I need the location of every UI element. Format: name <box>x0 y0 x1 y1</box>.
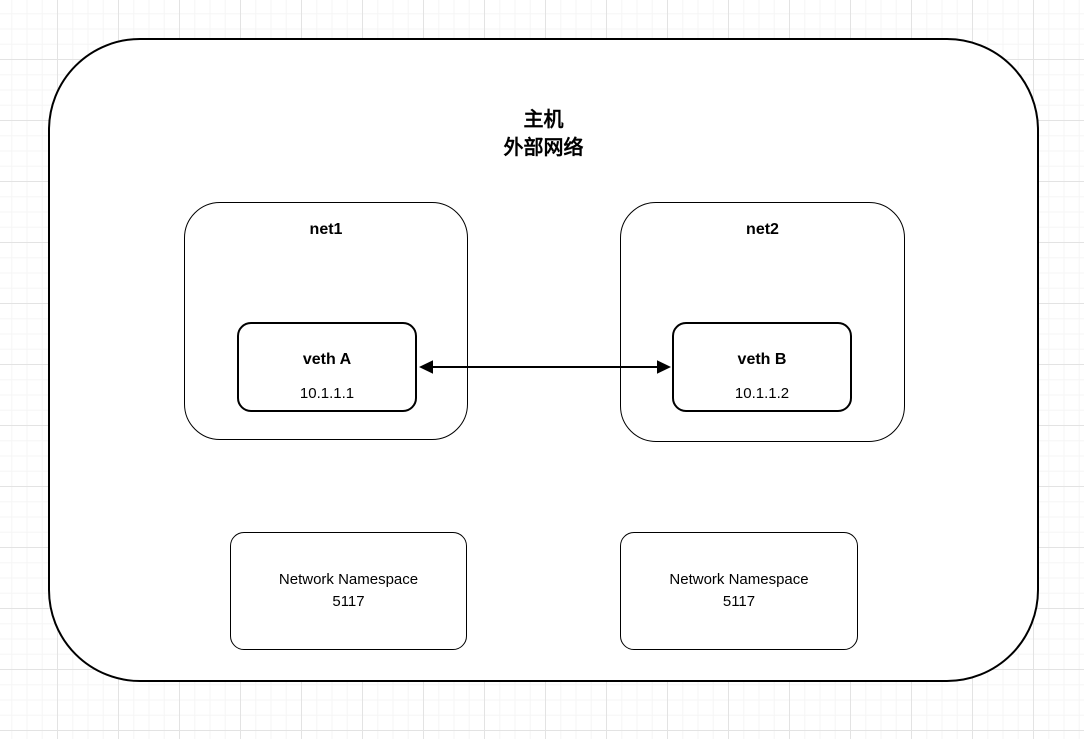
veth-b-ip: 10.1.1.2 <box>734 385 790 402</box>
namespace-left-box[interactable]: Network Namespace 5117 <box>230 532 467 650</box>
net2-label: net2 <box>746 221 779 238</box>
namespace-right-box[interactable]: Network Namespace 5117 <box>620 532 858 650</box>
namespace-right-line1: Network Namespace <box>669 571 809 588</box>
namespace-right-line2: 5117 <box>722 593 756 610</box>
net1-label: net1 <box>309 221 343 238</box>
host-title-line1: 主机 <box>523 109 564 131</box>
namespace-left-line1: Network Namespace <box>278 571 419 588</box>
namespace-left-line2: 5117 <box>332 593 365 610</box>
veth-a-box[interactable]: veth A 10.1.1.1 <box>237 322 417 412</box>
host-title: 主机 外部网络 <box>50 106 1037 162</box>
host-title-line2: 外部网络 <box>503 137 584 159</box>
veth-a-label: veth A <box>302 351 352 368</box>
veth-b-box[interactable]: veth B 10.1.1.2 <box>672 322 852 412</box>
veth-b-label: veth B <box>737 351 787 368</box>
veth-a-ip: 10.1.1.1 <box>299 385 355 402</box>
